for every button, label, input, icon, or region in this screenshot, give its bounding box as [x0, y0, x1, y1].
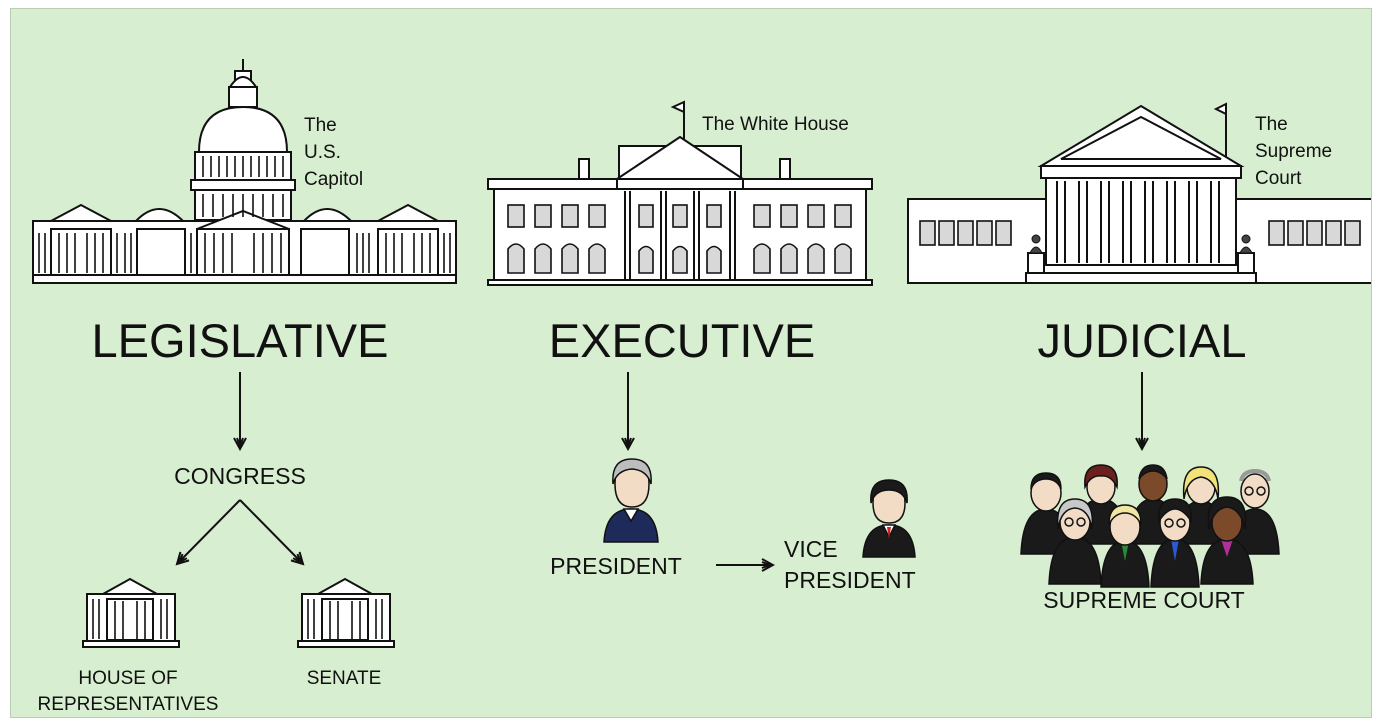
- supreme-court-caption-line-3: Court: [1255, 168, 1302, 189]
- supreme-court-columns: [1056, 181, 1220, 263]
- capitol-caption-line-3: Capitol: [304, 169, 363, 190]
- white-house-caption: The White House: [702, 114, 849, 135]
- supreme-court-justices-group-icon: [1020, 464, 1280, 588]
- judicial-heading: JUDICIAL: [1038, 314, 1247, 367]
- capitol-caption-line-2: U.S.: [304, 142, 341, 163]
- house-label-line-1: HOUSE OF: [78, 668, 177, 689]
- supreme-court-label: SUPREME COURT: [1043, 587, 1245, 613]
- president-label: PRESIDENT: [550, 553, 682, 579]
- white-house-columns: [624, 191, 736, 279]
- vice-president-person-icon: [862, 479, 916, 558]
- supreme-court-caption-line-2: Supreme: [1255, 141, 1332, 162]
- white-house-windows: [507, 204, 852, 274]
- house-label-line-2: REPRESENTATIVES: [38, 694, 219, 715]
- flow-arrows: [177, 372, 1142, 565]
- branches-of-government-diagram: The U.S. Capitol The White House: [11, 9, 1371, 717]
- senate-building-icon: [297, 577, 395, 648]
- supreme-court-caption-line-1: The: [1255, 114, 1288, 135]
- congress-label: CONGRESS: [174, 463, 306, 489]
- president-person-icon: [603, 458, 659, 543]
- arrow-congress-to-house: [177, 499, 241, 564]
- arrow-congress-to-senate: [239, 499, 303, 564]
- legislative-heading: LEGISLATIVE: [92, 314, 389, 367]
- vice-president-label-line-1: VICE: [784, 536, 838, 562]
- capitol-caption: The U.S. Capitol: [304, 115, 363, 190]
- executive-heading: EXECUTIVE: [549, 314, 815, 367]
- supreme-court-statues: [1029, 234, 1253, 254]
- capitol-columns: [38, 156, 451, 273]
- vice-president-label-line-2: PRESIDENT: [784, 567, 916, 593]
- capitol-caption-line-1: The: [304, 115, 337, 136]
- supreme-court-windows: [919, 220, 1361, 246]
- supreme-court-caption: The Supreme Court: [1255, 114, 1332, 189]
- supreme-court-building-icon: [907, 102, 1371, 284]
- house-building-icon: [82, 577, 180, 648]
- diagram-canvas: The U.S. Capitol The White House: [10, 8, 1372, 718]
- senate-label: SENATE: [307, 668, 382, 689]
